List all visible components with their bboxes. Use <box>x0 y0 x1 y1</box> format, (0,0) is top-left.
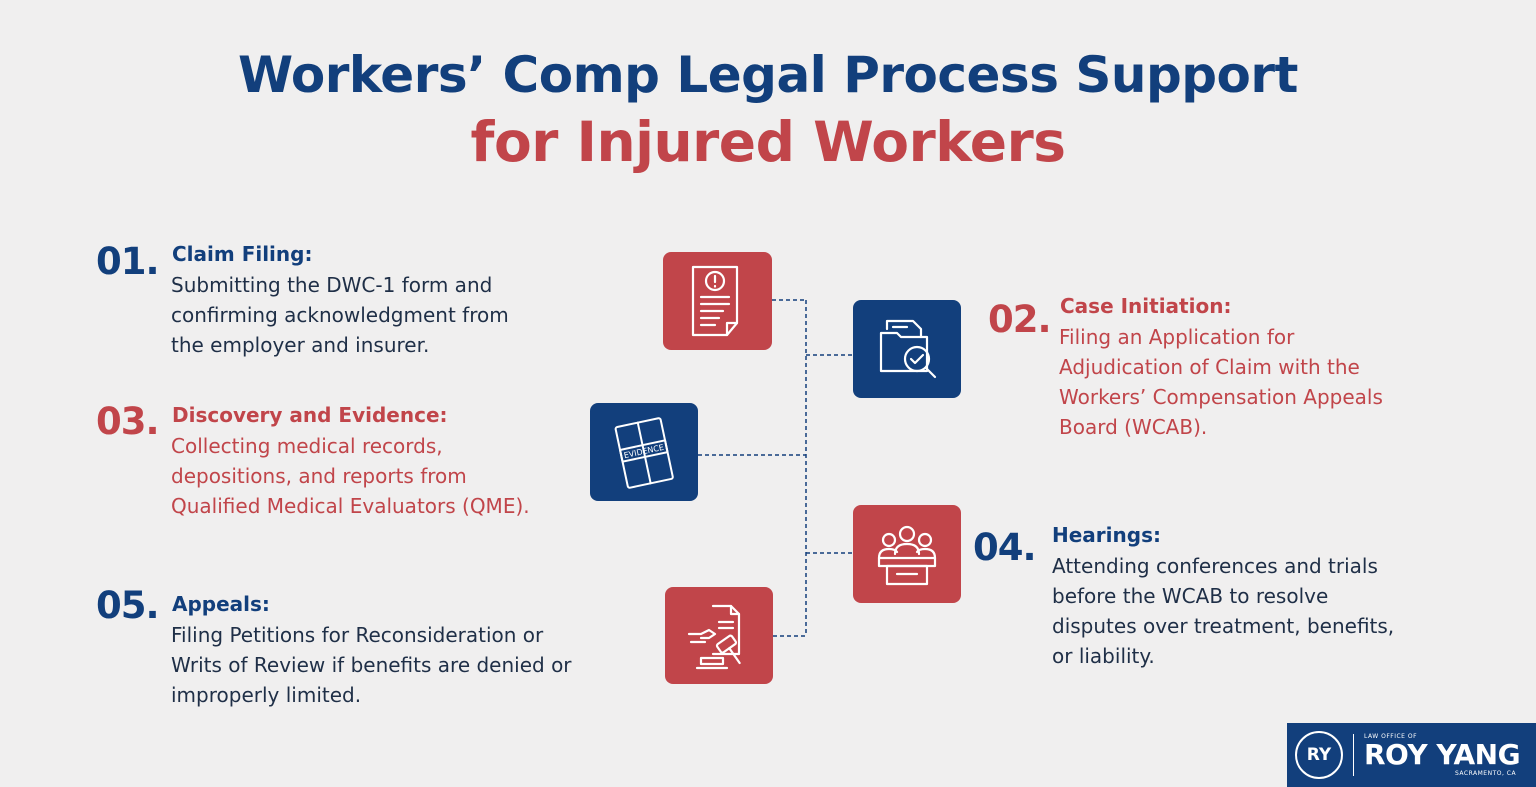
logo-name: ROY YANG <box>1364 738 1521 771</box>
step-05-number: 05. <box>96 584 160 627</box>
logo-divider <box>1353 734 1354 776</box>
folder-search-icon <box>853 300 961 398</box>
courtroom-hearing-icon <box>853 505 961 603</box>
step-02-number: 02. <box>988 298 1052 341</box>
step-01-number: 01. <box>96 240 160 283</box>
gavel-document-icon <box>665 587 773 684</box>
title-line-2: for Injured Workers <box>470 110 1066 174</box>
step-05-heading: Appeals: <box>172 592 270 616</box>
step-02-body: Filing an Application for Adjudication o… <box>1059 325 1383 439</box>
title-line-1: Workers’ Comp Legal Process Support <box>238 46 1298 104</box>
document-alert-icon <box>663 252 772 350</box>
step-03-body: Collecting medical records, depositions,… <box>171 434 530 518</box>
logo-city: SACRAMENTO, CA <box>1454 770 1517 777</box>
law-office-logo[interactable]: RY LAW OFFICE OF ROY YANG SACRAMENTO, CA <box>1287 723 1536 787</box>
step-01-heading: Claim Filing: <box>172 242 313 266</box>
step-01-body: Submitting the DWC-1 form and confirming… <box>171 273 509 357</box>
logo-text: LAW OFFICE OF ROY YANG SACRAMENTO, CA <box>1364 733 1521 777</box>
logo-tagline: LAW OFFICE OF <box>1364 733 1418 740</box>
step-03-number: 03. <box>96 400 160 443</box>
step-03-heading: Discovery and Evidence: <box>172 403 448 427</box>
step-04-body: Attending conferences and trials before … <box>1052 554 1395 668</box>
step-05-body: Filing Petitions for Reconsideration or … <box>171 623 572 707</box>
step-04-number: 04. <box>973 526 1037 569</box>
step-02-heading: Case Initiation: <box>1060 294 1232 318</box>
logo-monogram: RY <box>1295 731 1343 779</box>
evidence-bag-icon: EVIDENCE <box>590 403 698 501</box>
step-04-heading: Hearings: <box>1052 523 1161 547</box>
